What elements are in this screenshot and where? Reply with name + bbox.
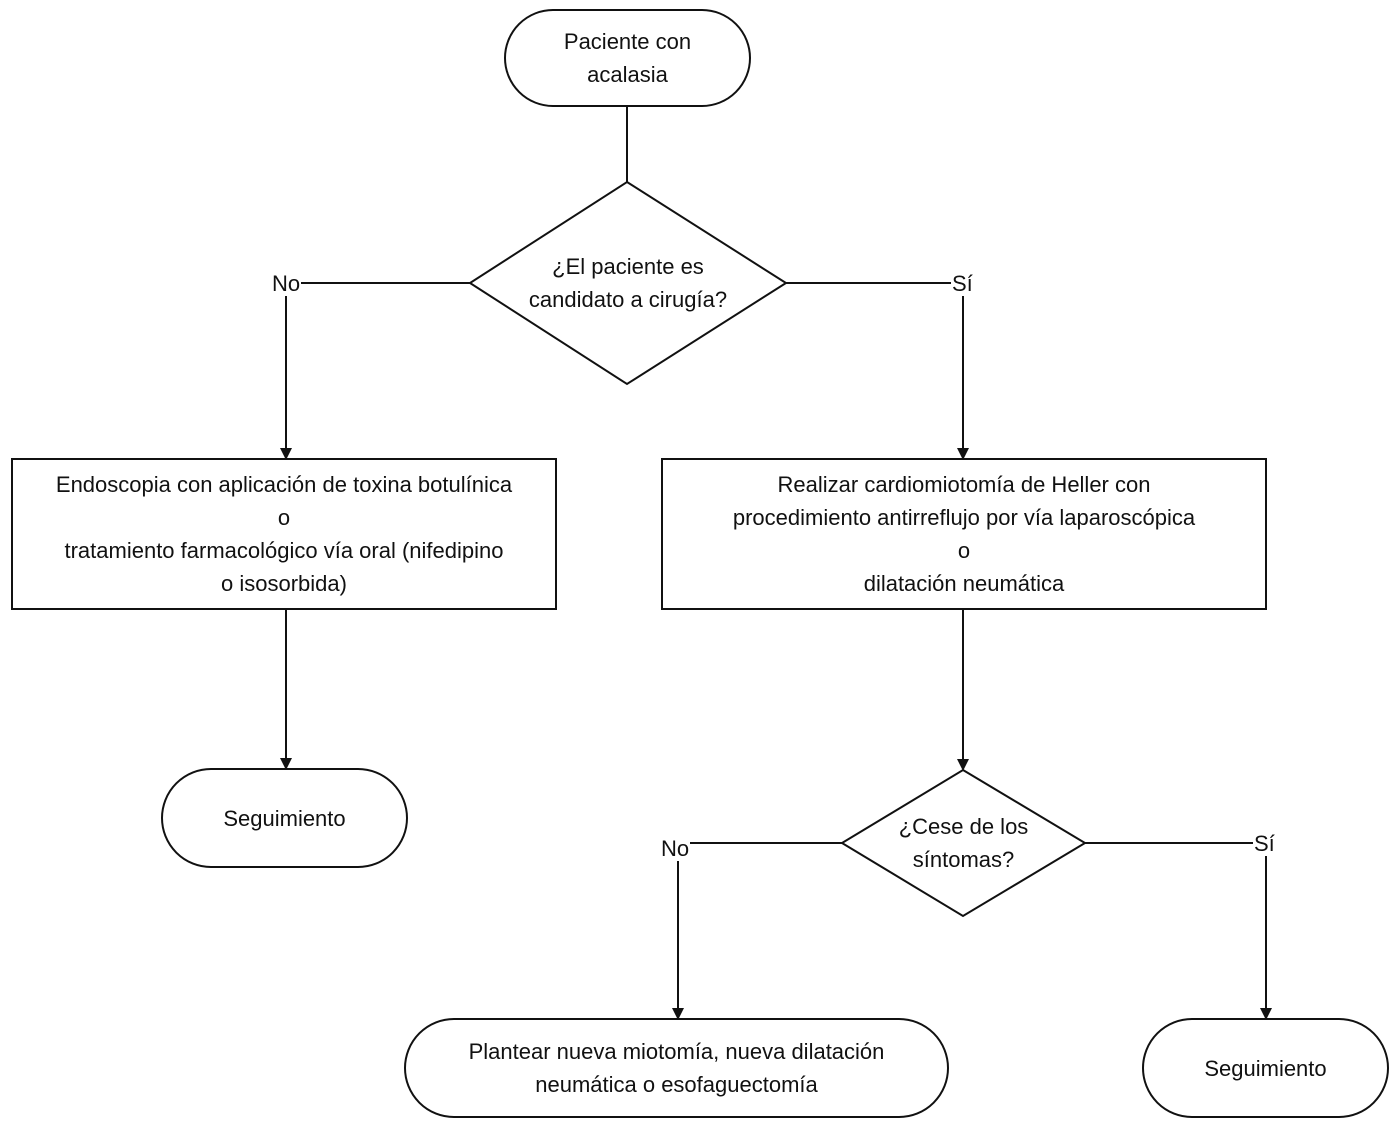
left-process-line: o: [277, 505, 291, 530]
follow-left-label: Seguimiento: [223, 805, 346, 831]
decision1-line: candidato a cirugía?: [528, 287, 728, 312]
right-process-line: Realizar cardiomiotomía de Heller con: [777, 472, 1151, 497]
edge-label-decision2-no: No: [660, 836, 691, 861]
right-process-line: dilatación neumática: [863, 571, 1065, 596]
follow-left-node: Seguimiento: [162, 769, 407, 867]
right-process-line: procedimiento antirreflujo por vía lapar…: [732, 505, 1196, 530]
connector-decision1-si: [786, 282, 969, 460]
bottom-left-line: neumática o esofaguectomía: [535, 1072, 818, 1097]
decision2-line: síntomas?: [912, 847, 1015, 872]
start-node-line: Paciente con: [563, 29, 692, 54]
decision1-line: ¿El paciente es: [552, 254, 704, 279]
decision1-node: ¿El paciente es candidato a cirugía?: [470, 250, 786, 316]
follow-right-node: Seguimiento: [1143, 1019, 1388, 1117]
edge-label-decision2-si: Sí: [1253, 831, 1276, 856]
start-node-line: acalasia: [587, 62, 668, 87]
decision2-line: ¿Cese de los: [898, 814, 1029, 839]
right-process-node: Realizar cardiomiotomía de Heller con pr…: [662, 459, 1266, 609]
left-process-line: Endoscopia con aplicación de toxina botu…: [55, 472, 513, 497]
decision2-shape: [840, 768, 1087, 918]
decision1-shape: [468, 180, 788, 386]
left-process-line: o isosorbida): [221, 571, 347, 596]
edge-label-decision1-si: Sí: [951, 271, 974, 296]
start-node: Paciente con acalasia: [505, 10, 750, 106]
bottom-left-node: Plantear nueva miotomía, nueva dilatació…: [405, 1019, 948, 1117]
right-process-line: o: [957, 538, 971, 563]
bottom-left-line: Plantear nueva miotomía, nueva dilatació…: [468, 1039, 885, 1064]
left-process-line: tratamiento farmacológico vía oral (nife…: [64, 538, 504, 563]
connector-decision1-no: [280, 282, 470, 460]
follow-right-label: Seguimiento: [1204, 1055, 1327, 1081]
left-process-node: Endoscopia con aplicación de toxina botu…: [12, 459, 556, 609]
connector-decision2-si: [1085, 842, 1272, 1020]
connector-decision2-no: [672, 842, 842, 1020]
edge-label-decision1-no: No: [271, 271, 302, 296]
decision2-node: ¿Cese de los síntomas?: [842, 810, 1085, 876]
